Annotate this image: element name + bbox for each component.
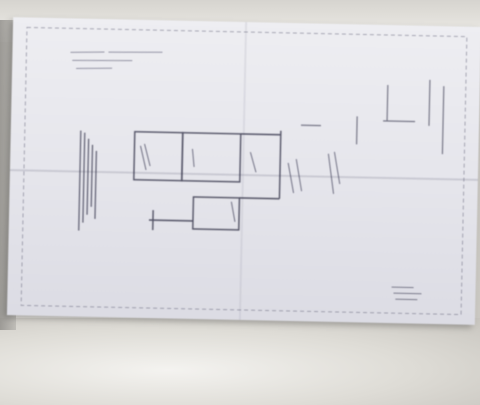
- handwritten-note: [70, 51, 163, 69]
- title-block: [391, 286, 422, 301]
- fabric-bottom: [0, 318, 480, 405]
- plan-walls: [133, 130, 282, 231]
- room-labels: [140, 143, 341, 222]
- sheet-border: [20, 26, 468, 316]
- vertical-annotation: [78, 130, 98, 231]
- blueprint-sheet: [6, 17, 480, 325]
- floor-plan-drawing: [20, 26, 468, 316]
- corner-detail: [300, 79, 445, 155]
